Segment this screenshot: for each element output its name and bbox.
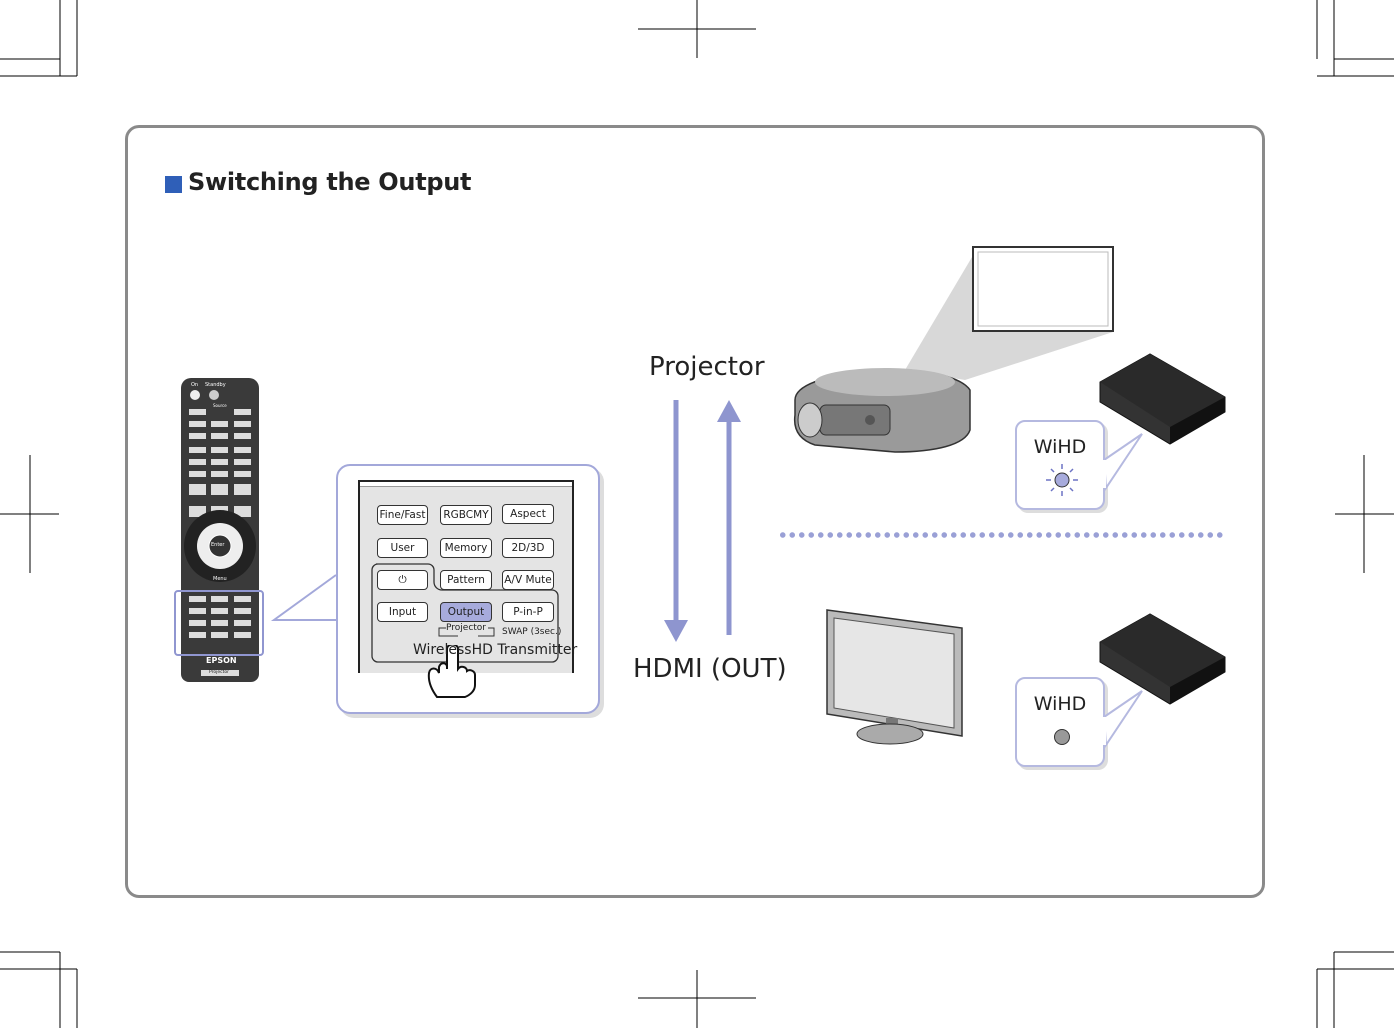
remote-highlight-box: [174, 590, 264, 656]
indicator-off-icon: [1054, 729, 1070, 745]
arrow-down-icon: [664, 620, 688, 642]
signal-arrows: [664, 400, 741, 642]
memory-button[interactable]: Memory: [440, 538, 492, 558]
remote-enter-label: Enter: [211, 542, 225, 548]
tv-monitor: [826, 609, 963, 745]
hdmi-out-label: HDMI (OUT): [633, 654, 787, 684]
av-mute-button[interactable]: A/V Mute: [502, 570, 554, 590]
swap-label: SWAP (3sec.): [502, 627, 562, 637]
remote-brand-logo: EPSON: [206, 656, 237, 665]
projection-screen: [972, 246, 1114, 332]
remote-standby-label: Standby: [205, 382, 226, 388]
power-button[interactable]: ⏻: [377, 570, 428, 590]
wirelesshd-transmitter-label: WirelessHD Transmitter: [413, 642, 578, 658]
remote-control: On Standby Source Enter Menu EPSON Proje…: [181, 378, 259, 682]
remote-on-button: [190, 390, 200, 400]
callout-tail-top: [1102, 433, 1143, 491]
remote-projector-label: Projector: [209, 670, 229, 675]
input-button[interactable]: Input: [377, 602, 428, 622]
remote-on-label: On: [191, 382, 199, 388]
wihd-receiver-bottom: [1099, 613, 1226, 705]
remote-menu-label: Menu: [213, 576, 227, 582]
remote-standby-button: [209, 390, 219, 400]
fine-fast-button[interactable]: Fine/Fast: [377, 505, 428, 525]
wihd-indicator-callout-top: WiHD: [1015, 420, 1105, 510]
content-panel: [125, 125, 1265, 898]
projector-cycle-label: Projector: [446, 623, 486, 633]
remote-zoom-face: Fine/Fast RGBCMY Aspect User Memory 2D/3…: [358, 480, 574, 673]
projector-with-screen: [793, 246, 1114, 453]
pattern-button[interactable]: Pattern: [440, 570, 492, 590]
transmitter-group-outline: [371, 563, 559, 663]
user-button[interactable]: User: [377, 538, 428, 558]
wihd-receiver-top: [1099, 353, 1226, 445]
2d3d-button[interactable]: 2D/3D: [502, 538, 554, 558]
remote-face-edge: [360, 482, 572, 487]
arrow-up-icon: [717, 400, 741, 422]
rgbcmy-button[interactable]: RGBCMY: [440, 505, 492, 525]
dotted-divider: [778, 532, 1223, 538]
wihd-indicator-callout-bottom: WiHD: [1015, 677, 1105, 767]
title-bullet-icon: [165, 176, 182, 193]
page-title: Switching the Output: [188, 168, 472, 196]
indicator-lit-icon: [1046, 464, 1078, 496]
hand-pointer-icon: [427, 645, 476, 698]
output-button[interactable]: Output: [440, 602, 492, 622]
wihd-label: WiHD: [1033, 436, 1087, 458]
projector-label: Projector: [649, 352, 765, 382]
callout-pointer: [270, 574, 337, 621]
aspect-button[interactable]: Aspect: [502, 504, 554, 524]
wihd-label: WiHD: [1033, 693, 1087, 715]
remote-buttons: [184, 409, 256, 676]
remote-source-label: Source: [213, 403, 227, 408]
callout-tail-bottom: [1102, 690, 1143, 748]
p-in-p-button[interactable]: P-in-P: [502, 602, 554, 622]
